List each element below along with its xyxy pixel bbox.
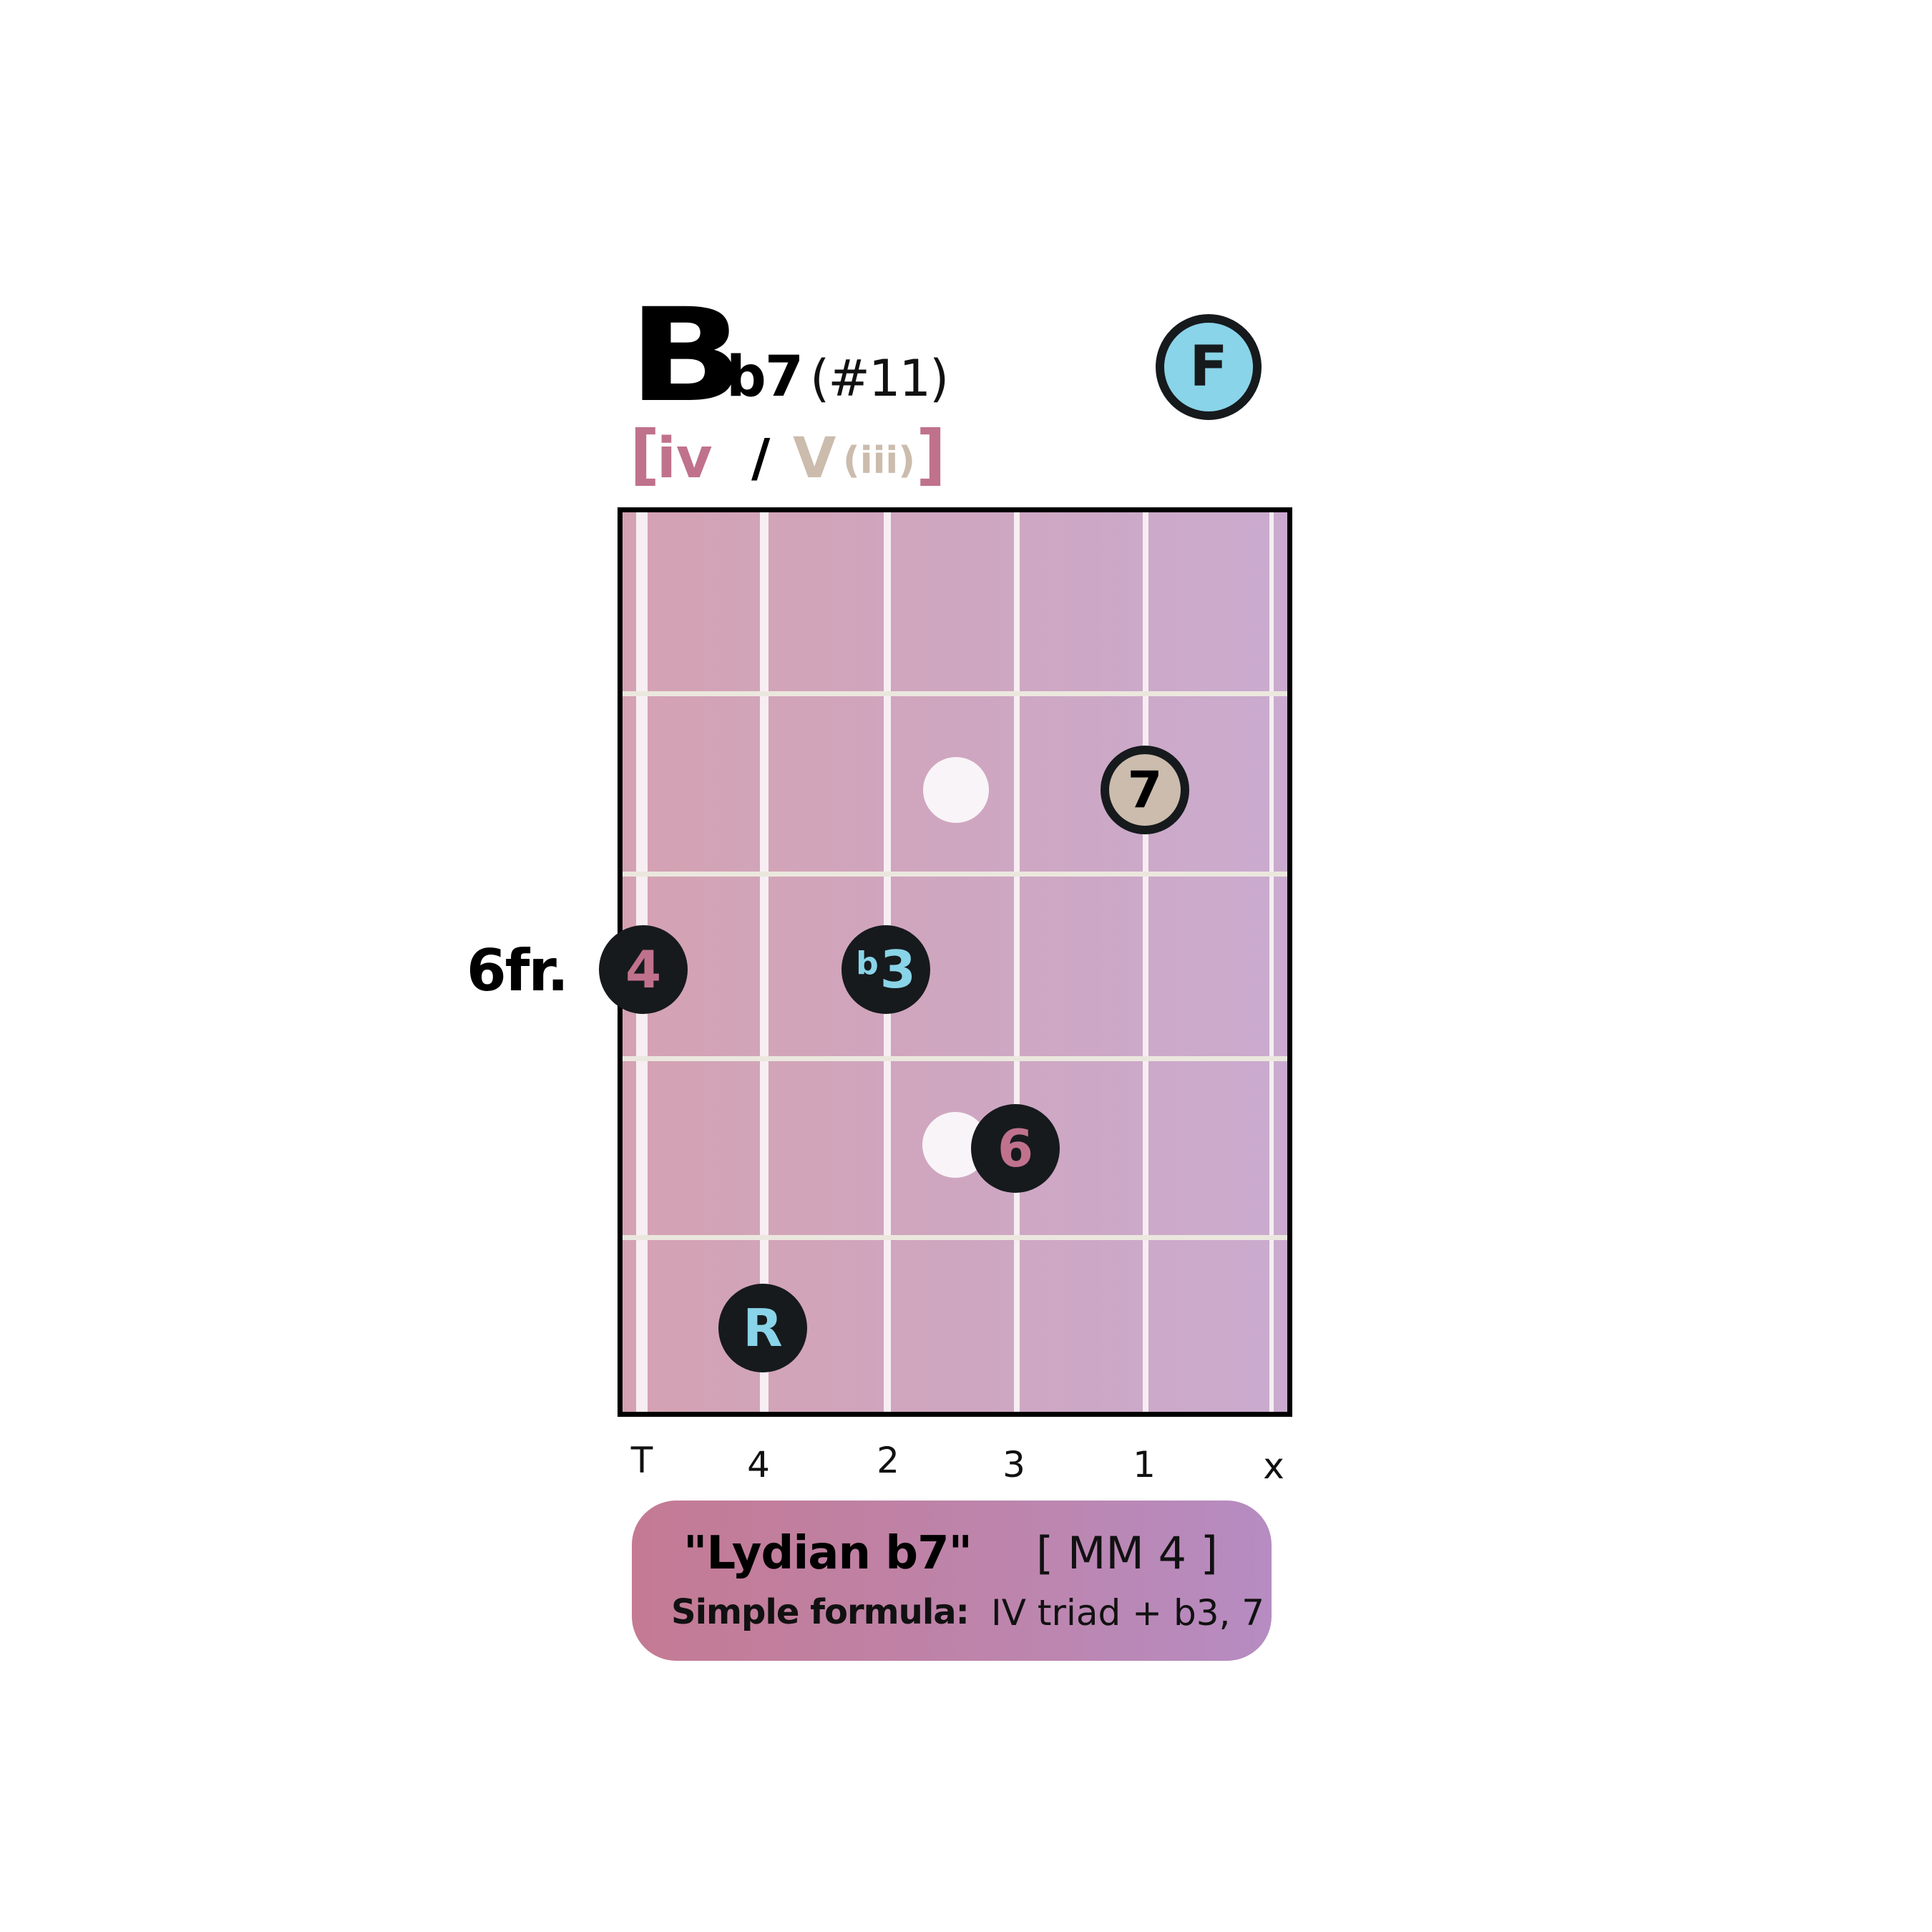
formula-label: Simple formula: bbox=[671, 1592, 970, 1632]
note-dot-6: 6 bbox=[971, 1104, 1060, 1193]
key-badge: F bbox=[1156, 314, 1262, 420]
roman-close-bracket: ] bbox=[916, 416, 947, 493]
note-degree: R bbox=[743, 1298, 783, 1358]
note-dot-root: R bbox=[718, 1284, 807, 1372]
string-6 bbox=[1269, 512, 1274, 1412]
chord-extension: (#11) bbox=[810, 349, 949, 408]
finger-label-string-1: T bbox=[630, 1440, 653, 1481]
start-fret-label: 6fr. bbox=[467, 937, 569, 1004]
roman-open-bracket: [ bbox=[630, 416, 660, 493]
chord-root: B bbox=[628, 281, 744, 431]
note-dot-4: 4 bbox=[599, 925, 688, 1014]
note-degree: 3 bbox=[879, 940, 916, 1000]
mode-info-card bbox=[632, 1501, 1272, 1661]
finger-label-string-4: 3 bbox=[1002, 1444, 1025, 1485]
mode-code: [ MM 4 ] bbox=[1036, 1527, 1218, 1579]
finger-label-string-2: 4 bbox=[747, 1444, 770, 1485]
finger-label-string-5: 1 bbox=[1133, 1444, 1156, 1485]
note-degree: 6 bbox=[997, 1118, 1034, 1179]
note-degree: 4 bbox=[625, 940, 662, 1000]
fretboard bbox=[618, 507, 1292, 1417]
chord-quality: b7 bbox=[726, 345, 804, 409]
fret-line-4 bbox=[623, 1235, 1287, 1240]
roman-primary: iv bbox=[657, 426, 713, 491]
roman-slash: / bbox=[751, 428, 771, 488]
finger-label-string-3: 2 bbox=[877, 1440, 899, 1481]
roman-secondary: V bbox=[793, 426, 836, 491]
finger-label-string-6: x bbox=[1263, 1445, 1284, 1487]
fret-line-3 bbox=[623, 1056, 1287, 1061]
string-4 bbox=[1014, 512, 1020, 1412]
note-degree: 7 bbox=[1127, 761, 1163, 819]
flat-sign: b bbox=[856, 945, 879, 982]
fret-line-1 bbox=[623, 691, 1287, 696]
string-5 bbox=[1143, 512, 1148, 1412]
string-2 bbox=[760, 512, 769, 1412]
roman-secondary-sub: (iii) bbox=[843, 439, 916, 482]
fret-line-2 bbox=[623, 872, 1287, 877]
ghost-note-dot bbox=[923, 757, 989, 823]
formula-value: IV triad + b3, 7 bbox=[991, 1592, 1265, 1634]
mode-name: "Lydian b7" bbox=[683, 1527, 972, 1580]
note-dot-7: 7 bbox=[1101, 746, 1189, 834]
